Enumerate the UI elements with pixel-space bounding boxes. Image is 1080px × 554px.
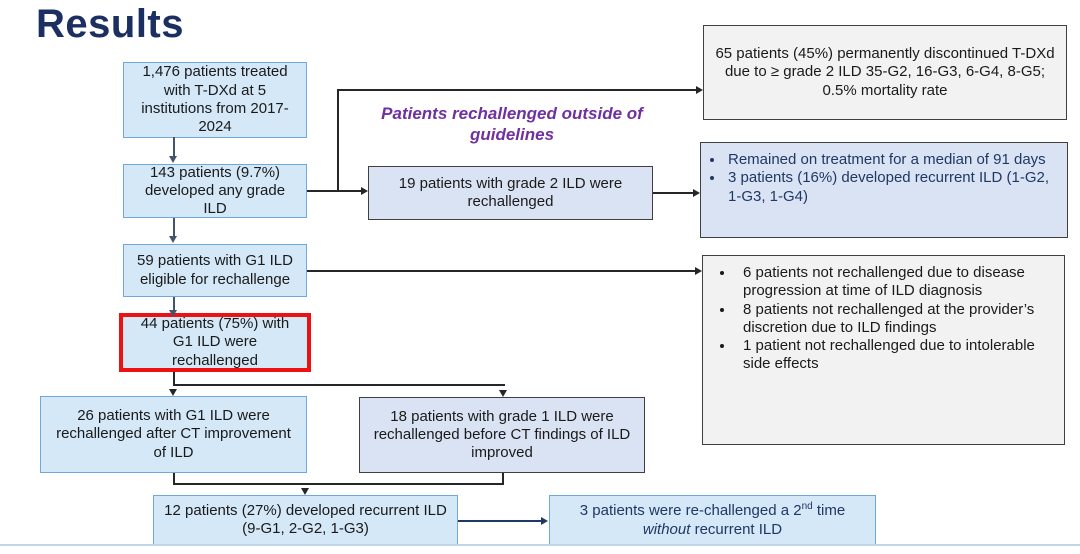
connector-to-discontinued — [337, 89, 696, 91]
slide-bottom-rule — [0, 544, 1080, 546]
box-rechallenged-before-ct: 18 patients with grade 1 ILD were rechal… — [359, 397, 645, 473]
ordinal-superscript: nd — [801, 501, 813, 513]
arrowhead-down-icon — [499, 390, 507, 397]
second-rechallenge-text: 3 patients were re-challenged a 2nd time… — [579, 501, 846, 538]
box-developed-ild: 143 patients (9.7%) developed any grade … — [123, 164, 307, 218]
connector-recurrent-to-second — [458, 520, 542, 522]
emphasis-without: without — [642, 520, 691, 538]
bullet-item: 8 patients not rechallenged at the provi… — [735, 301, 1056, 338]
box-grade2-rechallenged: 19 patients with grade 2 ILD were rechal… — [368, 166, 653, 220]
arrowhead-down-icon — [169, 236, 177, 243]
box-eligible-rechallenge: 59 patients with G1 ILD eligible for rec… — [123, 244, 307, 297]
outside-guidelines-label: Patients rechallenged outside of guideli… — [381, 104, 643, 145]
connector-merge — [173, 483, 504, 485]
connector-18-down — [502, 473, 504, 485]
connector-treated-to-developed — [173, 137, 175, 157]
connector-branch-up — [337, 89, 339, 192]
box-discontinued: 65 patients (45%) permanently discontinu… — [703, 25, 1067, 120]
connector-44-split — [173, 384, 505, 386]
bullet-item: 3 patients (16%) developed recurrent ILD… — [725, 169, 1059, 206]
arrowhead-right-icon — [693, 189, 700, 197]
arrowhead-right-icon — [695, 267, 702, 275]
box-second-rechallenge: 3 patients were re-challenged a 2nd time… — [549, 495, 876, 545]
arrowhead-down-icon — [169, 310, 177, 317]
arrowhead-right-icon — [696, 86, 703, 94]
box-rechallenged-44-highlighted: 44 patients (75%) with G1 ILD were recha… — [119, 313, 311, 372]
connector-grade2-to-remained — [653, 192, 694, 194]
arrowhead-down-icon — [301, 488, 309, 495]
box-not-rechallenged-reasons: 6 patients not rechallenged due to disea… — [702, 255, 1065, 445]
connector-44-down — [173, 372, 175, 386]
bullet-item: 6 patients not rechallenged due to disea… — [735, 264, 1056, 301]
bullet-item: Remained on treatment for a median of 91… — [725, 151, 1059, 169]
connector-26-down — [173, 473, 175, 485]
not-rechallenged-bullet-list: 6 patients not rechallenged due to disea… — [711, 264, 1056, 374]
connector-eligible-to-rechallenged44 — [173, 297, 175, 311]
connector-eligible-to-reasons — [307, 270, 695, 272]
arrowhead-right-icon — [541, 517, 548, 525]
connector-developed-to-eligible — [173, 218, 175, 237]
box-remained-on-treatment: Remained on treatment for a median of 91… — [700, 142, 1068, 238]
box-recurrent-ild-12: 12 patients (27%) developed recurrent IL… — [153, 495, 458, 545]
connector-developed-to-grade2 — [307, 190, 362, 192]
slide-title: Results — [36, 2, 184, 46]
bullet-item: 1 patient not rechallenged due to intole… — [735, 337, 1056, 374]
box-rechallenged-after-ct: 26 patients with G1 ILD were rechallenge… — [40, 396, 307, 473]
arrowhead-down-icon — [169, 389, 177, 396]
arrowhead-right-icon — [361, 187, 368, 195]
arrowhead-down-icon — [169, 156, 177, 163]
remained-bullet-list: Remained on treatment for a median of 91… — [709, 151, 1059, 206]
box-treated-patients: 1,476 patients treated with T-DXd at 5 i… — [123, 62, 307, 138]
